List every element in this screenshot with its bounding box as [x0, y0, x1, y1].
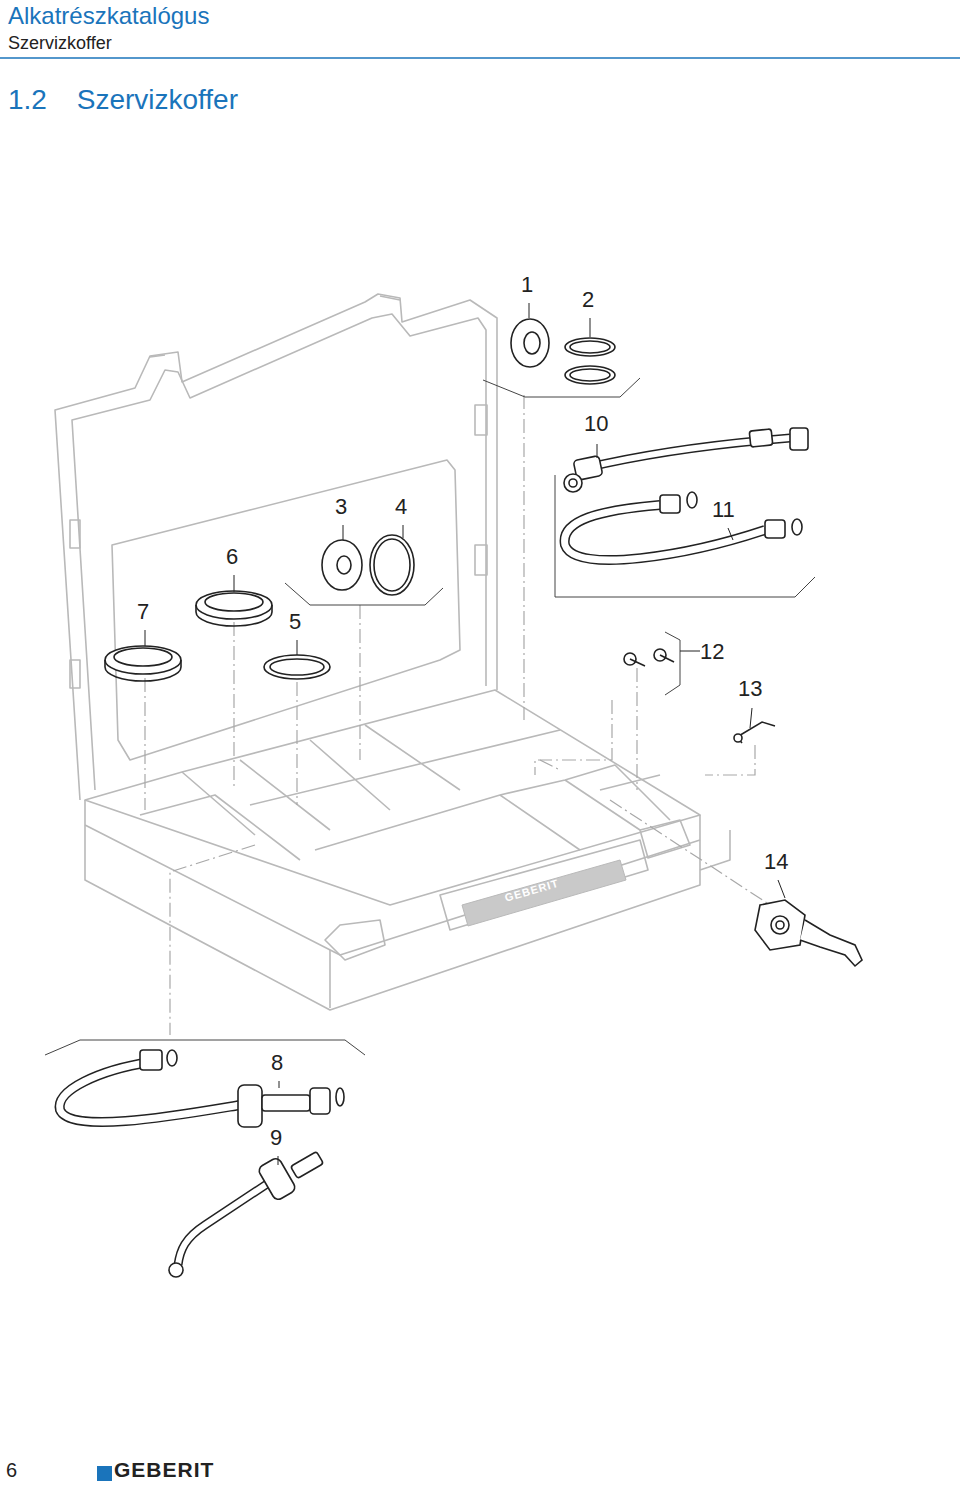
- spare-parts: [60, 319, 862, 1277]
- header-rule: [0, 57, 960, 59]
- callout-number: 1: [521, 274, 533, 296]
- callout-number: 3: [335, 496, 347, 518]
- callout-number: 2: [582, 289, 594, 311]
- callout-number: 6: [226, 546, 238, 568]
- leader-lines: [145, 303, 785, 1165]
- callout-number: 9: [270, 1127, 282, 1149]
- callout-number: 14: [764, 851, 788, 873]
- brand-logo: GEBERIT: [114, 1459, 214, 1480]
- section-subheading: Szervizkoffer: [8, 34, 112, 52]
- group-brackets: [45, 378, 815, 1055]
- logo-square: [97, 1466, 112, 1481]
- callout-number: 4: [395, 496, 407, 518]
- callout-number: 11: [712, 499, 735, 521]
- callout-number: 7: [137, 601, 149, 623]
- callout-number: 5: [289, 611, 301, 633]
- callout-number: 12: [700, 641, 724, 663]
- case-logo-band: [462, 860, 626, 926]
- page-number: 6: [6, 1460, 17, 1480]
- catalog-heading: Alkatrészkatalógus: [8, 4, 209, 28]
- callout-number: 10: [584, 413, 608, 435]
- callout-number: 13: [738, 678, 762, 700]
- case-base: [85, 690, 730, 1010]
- callout-number: 8: [271, 1052, 283, 1074]
- section-title: 1.2 Szervizkoffer: [8, 86, 238, 114]
- case-lid: [55, 294, 497, 800]
- reference-lines: [145, 395, 770, 1035]
